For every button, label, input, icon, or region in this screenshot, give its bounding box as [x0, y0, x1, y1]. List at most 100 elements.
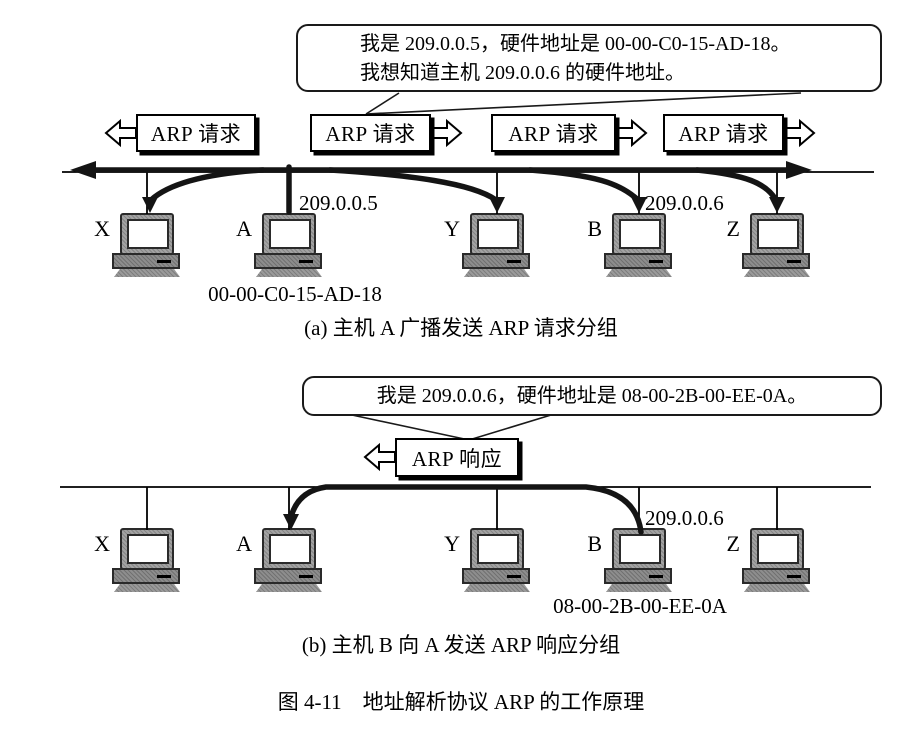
- host-label-a-z: Z: [726, 216, 740, 241]
- computer-base: [112, 568, 180, 584]
- computer-stand: [606, 269, 672, 277]
- host-computer-b-y: [462, 528, 532, 594]
- computer-disk-slot: [649, 260, 663, 263]
- computer-monitor: [750, 528, 804, 570]
- computer-screen: [477, 219, 519, 249]
- callout-tail-a: [365, 92, 802, 115]
- computer-disk-slot: [157, 260, 171, 263]
- computer-screen: [127, 219, 169, 249]
- computer-screen: [269, 534, 311, 564]
- tail-line: [365, 92, 400, 115]
- callout-tail-b: [351, 414, 552, 441]
- tail-line: [468, 414, 552, 441]
- arp-request-box-1: ARP 请求: [136, 114, 256, 152]
- computer-screen: [477, 534, 519, 564]
- computer-base: [604, 253, 672, 269]
- host-computer-b-x: [112, 528, 182, 594]
- computer-monitor: [470, 528, 524, 570]
- caption-part-b: (b) 主机 B 向 A 发送 ARP 响应分组: [301, 633, 621, 657]
- computer-stand: [256, 584, 322, 592]
- computer-stand: [114, 269, 180, 277]
- host-label-a-y: Y: [444, 216, 460, 241]
- host-computer-a-a: [254, 213, 324, 279]
- arrowhead-right: [786, 161, 812, 179]
- host-label-b-y: Y: [444, 531, 460, 556]
- computer-screen: [619, 219, 661, 249]
- host-label-a-a: A: [236, 216, 252, 241]
- branch-to-y: [327, 167, 499, 203]
- host-label-b-z: Z: [726, 531, 740, 556]
- computer-disk-slot: [787, 575, 801, 578]
- block-arrow-right-icon: [430, 118, 463, 148]
- computer-disk-slot: [507, 260, 521, 263]
- computer-disk-slot: [157, 575, 171, 578]
- computer-screen: [269, 219, 311, 249]
- host-computer-b-z: [742, 528, 812, 594]
- computer-screen: [757, 534, 799, 564]
- computer-base: [742, 253, 810, 269]
- computer-stand: [256, 269, 322, 277]
- speech-bubble-a-line1: 我是 209.0.0.5，硬件地址是 00-00-C0-15-AD-18。: [360, 33, 791, 55]
- computer-base: [462, 568, 530, 584]
- computer-stand: [464, 584, 530, 592]
- arrowhead-left: [70, 161, 96, 179]
- caption-part-a: (a) 主机 A 广播发送 ARP 请求分组: [304, 316, 618, 340]
- branch-to-b: [527, 167, 641, 203]
- host-label-b-a: A: [236, 531, 252, 556]
- host-label-b-x: X: [94, 531, 110, 556]
- computer-screen: [127, 534, 169, 564]
- tail-line: [365, 92, 802, 115]
- host-label-a-b: B: [587, 216, 602, 241]
- computer-stand: [114, 584, 180, 592]
- computer-disk-slot: [299, 260, 313, 263]
- computer-monitor: [750, 213, 804, 255]
- host-computer-b-a: [254, 528, 324, 594]
- arrowhead-down-a: [283, 514, 299, 530]
- arp-request-box-4: ARP 请求: [663, 114, 784, 152]
- tail-line: [351, 414, 470, 441]
- branch-to-x: [148, 167, 266, 203]
- reply-arrow-b-to-a: [288, 484, 644, 535]
- block-arrow-right-icon: [615, 118, 648, 148]
- computer-disk-slot: [649, 575, 663, 578]
- arp-request-box-2: ARP 请求: [310, 114, 431, 152]
- computer-monitor: [612, 213, 666, 255]
- mac-label-b: 08-00-2B-00-EE-0A: [553, 594, 727, 618]
- figure-caption: 图 4-11 地址解析协议 ARP 的工作原理: [277, 690, 645, 714]
- computer-stand: [606, 584, 672, 592]
- computer-stand: [464, 269, 530, 277]
- computer-base: [742, 568, 810, 584]
- arrowhead-down-x: [142, 197, 158, 213]
- host-computer-a-x: [112, 213, 182, 279]
- mac-label-a: 00-00-C0-15-AD-18: [208, 282, 382, 306]
- computer-base: [462, 253, 530, 269]
- computer-disk-slot: [787, 260, 801, 263]
- computer-screen: [757, 219, 799, 249]
- ip-label-a: 209.0.0.5: [299, 191, 378, 215]
- arp-reply-box: ARP 响应: [395, 438, 519, 477]
- arrowhead-down-y: [489, 197, 505, 213]
- host-label-b-b: B: [587, 531, 602, 556]
- arp-request-box-3: ARP 请求: [491, 114, 616, 152]
- ip-label-b2: 209.0.0.6: [645, 506, 724, 530]
- speech-bubble-a-line2: 我想知道主机 209.0.0.6 的硬件地址。: [360, 62, 685, 84]
- branch-to-z: [694, 167, 779, 203]
- ip-label-b: 209.0.0.6: [645, 191, 724, 215]
- computer-monitor: [612, 528, 666, 570]
- computer-monitor: [262, 213, 316, 255]
- computer-disk-slot: [299, 575, 313, 578]
- computer-monitor: [262, 528, 316, 570]
- computer-disk-slot: [507, 575, 521, 578]
- computer-stand: [744, 269, 810, 277]
- host-computer-a-z: [742, 213, 812, 279]
- broadcast-arrowheads-a: [70, 161, 812, 213]
- computer-monitor: [120, 213, 174, 255]
- computer-base: [604, 568, 672, 584]
- arrowhead-down-b: [631, 197, 647, 213]
- computer-screen: [619, 534, 661, 564]
- host-computer-a-b: [604, 213, 674, 279]
